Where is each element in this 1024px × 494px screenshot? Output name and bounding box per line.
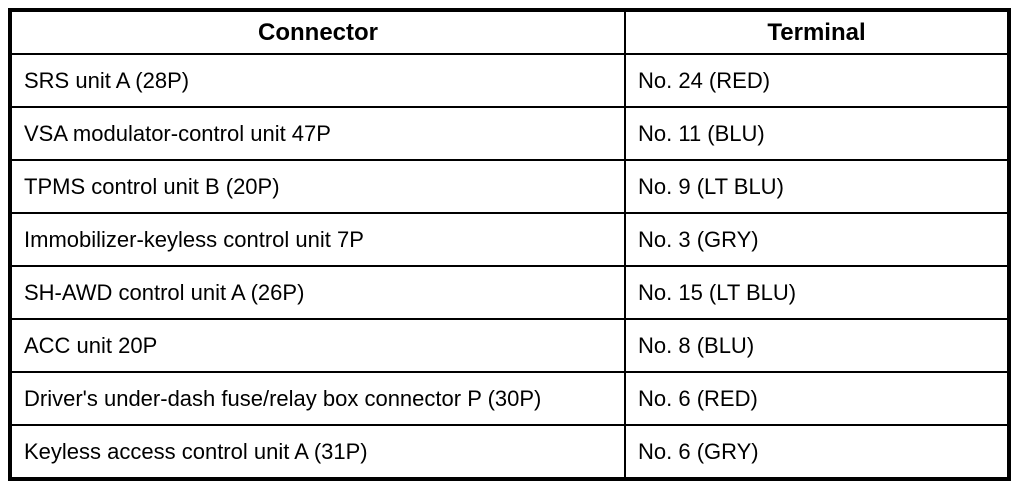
connector-cell: SRS unit A (28P) [9,53,626,108]
terminal-cell: No. 15 (LT BLU) [624,265,1010,320]
connector-cell: Driver's under-dash fuse/relay box conne… [9,371,626,426]
table-row: Keyless access control unit A (31P) No. … [9,424,1010,480]
connector-cell: ACC unit 20P [9,318,626,373]
terminal-cell: No. 6 (RED) [624,371,1010,426]
connector-terminal-table: Connector Terminal SRS unit A (28P) No. … [8,8,1011,481]
terminal-cell: No. 3 (GRY) [624,212,1010,267]
table-row: Immobilizer-keyless control unit 7P No. … [9,212,1010,267]
terminal-cell: No. 9 (LT BLU) [624,159,1010,214]
table-row: VSA modulator-control unit 47P No. 11 (B… [9,106,1010,161]
table-row: TPMS control unit B (20P) No. 9 (LT BLU) [9,159,1010,214]
table-row: SRS unit A (28P) No. 24 (RED) [9,53,1010,108]
column-header-terminal: Terminal [624,9,1010,55]
table-header: Connector Terminal [9,9,1010,55]
connector-cell: VSA modulator-control unit 47P [9,106,626,161]
connector-cell: SH-AWD control unit A (26P) [9,265,626,320]
table-body: SRS unit A (28P) No. 24 (RED) VSA modula… [9,53,1010,480]
terminal-cell: No. 11 (BLU) [624,106,1010,161]
connector-cell: Immobilizer-keyless control unit 7P [9,212,626,267]
table-header-row: Connector Terminal [9,9,1010,55]
connector-cell: Keyless access control unit A (31P) [9,424,626,480]
terminal-cell: No. 8 (BLU) [624,318,1010,373]
terminal-cell: No. 24 (RED) [624,53,1010,108]
terminal-cell: No. 6 (GRY) [624,424,1010,480]
table-row: SH-AWD control unit A (26P) No. 15 (LT B… [9,265,1010,320]
connector-cell: TPMS control unit B (20P) [9,159,626,214]
column-header-connector: Connector [9,9,626,55]
table-row: ACC unit 20P No. 8 (BLU) [9,318,1010,373]
table-row: Driver's under-dash fuse/relay box conne… [9,371,1010,426]
